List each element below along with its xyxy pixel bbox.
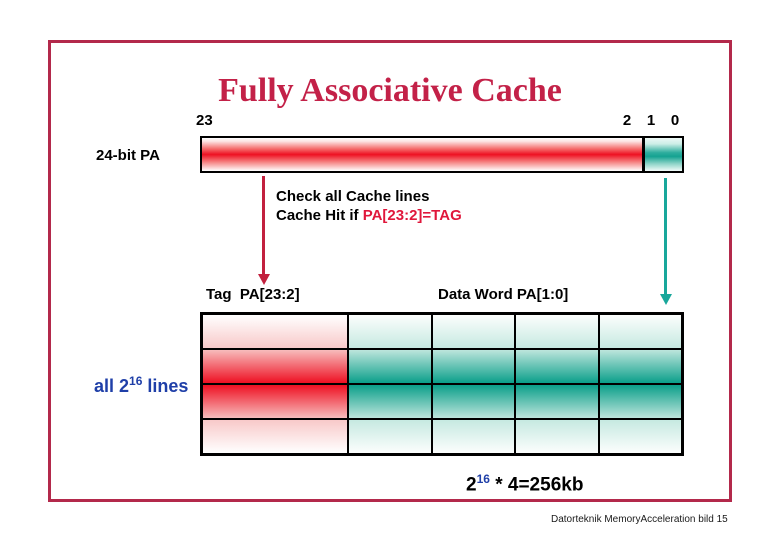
lines-exponent: 16 <box>129 374 143 388</box>
tag-column-label: Tag PA[23:2] <box>206 286 300 303</box>
cache-cell-data-row3 <box>598 384 682 419</box>
check-annotation: Check all Cache lines Cache Hit if PA[23… <box>276 187 462 225</box>
pa-word-field <box>645 138 682 171</box>
cache-cell-tag-row1 <box>202 314 348 349</box>
formula-exponent: 16 <box>476 472 490 486</box>
cache-cell-tag-row4 <box>202 419 348 454</box>
pa-field-divider <box>642 138 645 171</box>
cache-cell-data-row4 <box>348 419 432 454</box>
cache-cell-data-row3 <box>431 384 515 419</box>
cache-cell-data-row3 <box>348 384 432 419</box>
cache-cell-data-row2 <box>348 349 432 384</box>
cache-cell-data-row2 <box>515 349 599 384</box>
cache-cell-data-row4 <box>431 419 515 454</box>
tag-arrow-line <box>262 176 265 274</box>
cache-cell-data-row3 <box>515 384 599 419</box>
physical-address-bar <box>200 136 684 173</box>
pa-tag-field <box>202 138 642 171</box>
word-arrow-line <box>664 178 667 294</box>
data-word-label: Data Word PA[1:0] <box>438 286 569 303</box>
cache-cell-data-row1 <box>598 314 682 349</box>
bit-index-23: 23 <box>196 112 213 129</box>
cache-cell-data-row2 <box>431 349 515 384</box>
pa-bar-label: 24-bit PA <box>96 147 160 164</box>
cache-hit-condition: PA[23:2]=TAG <box>362 207 462 224</box>
bit-index-1: 1 <box>646 112 656 129</box>
bit-index-2: 2 <box>622 112 632 129</box>
bit-index-0: 0 <box>670 112 680 129</box>
slide-footer: Datorteknik MemoryAcceleration bild 15 <box>551 514 728 525</box>
check-annotation-line1: Check all Cache lines <box>276 188 430 205</box>
check-annotation-line2: Cache Hit if PA[23:2]=TAG <box>276 207 462 224</box>
capacity-formula: 216 * 4=256kb <box>466 472 584 496</box>
cache-cell-data-row1 <box>431 314 515 349</box>
tag-arrow-head-icon <box>258 274 270 285</box>
cache-cell-data-row4 <box>598 419 682 454</box>
cache-cell-data-row1 <box>515 314 599 349</box>
cache-cell-tag-row3 <box>202 384 348 419</box>
all-lines-label: all 216 lines <box>94 374 189 396</box>
cache-cell-data-row4 <box>515 419 599 454</box>
cache-cell-tag-row2 <box>202 349 348 384</box>
word-arrow-head-icon <box>660 294 672 305</box>
cache-cell-data-row2 <box>598 349 682 384</box>
cache-lines-table <box>200 312 684 456</box>
cache-cell-data-row1 <box>348 314 432 349</box>
slide-title: Fully Associative Cache <box>218 72 562 109</box>
